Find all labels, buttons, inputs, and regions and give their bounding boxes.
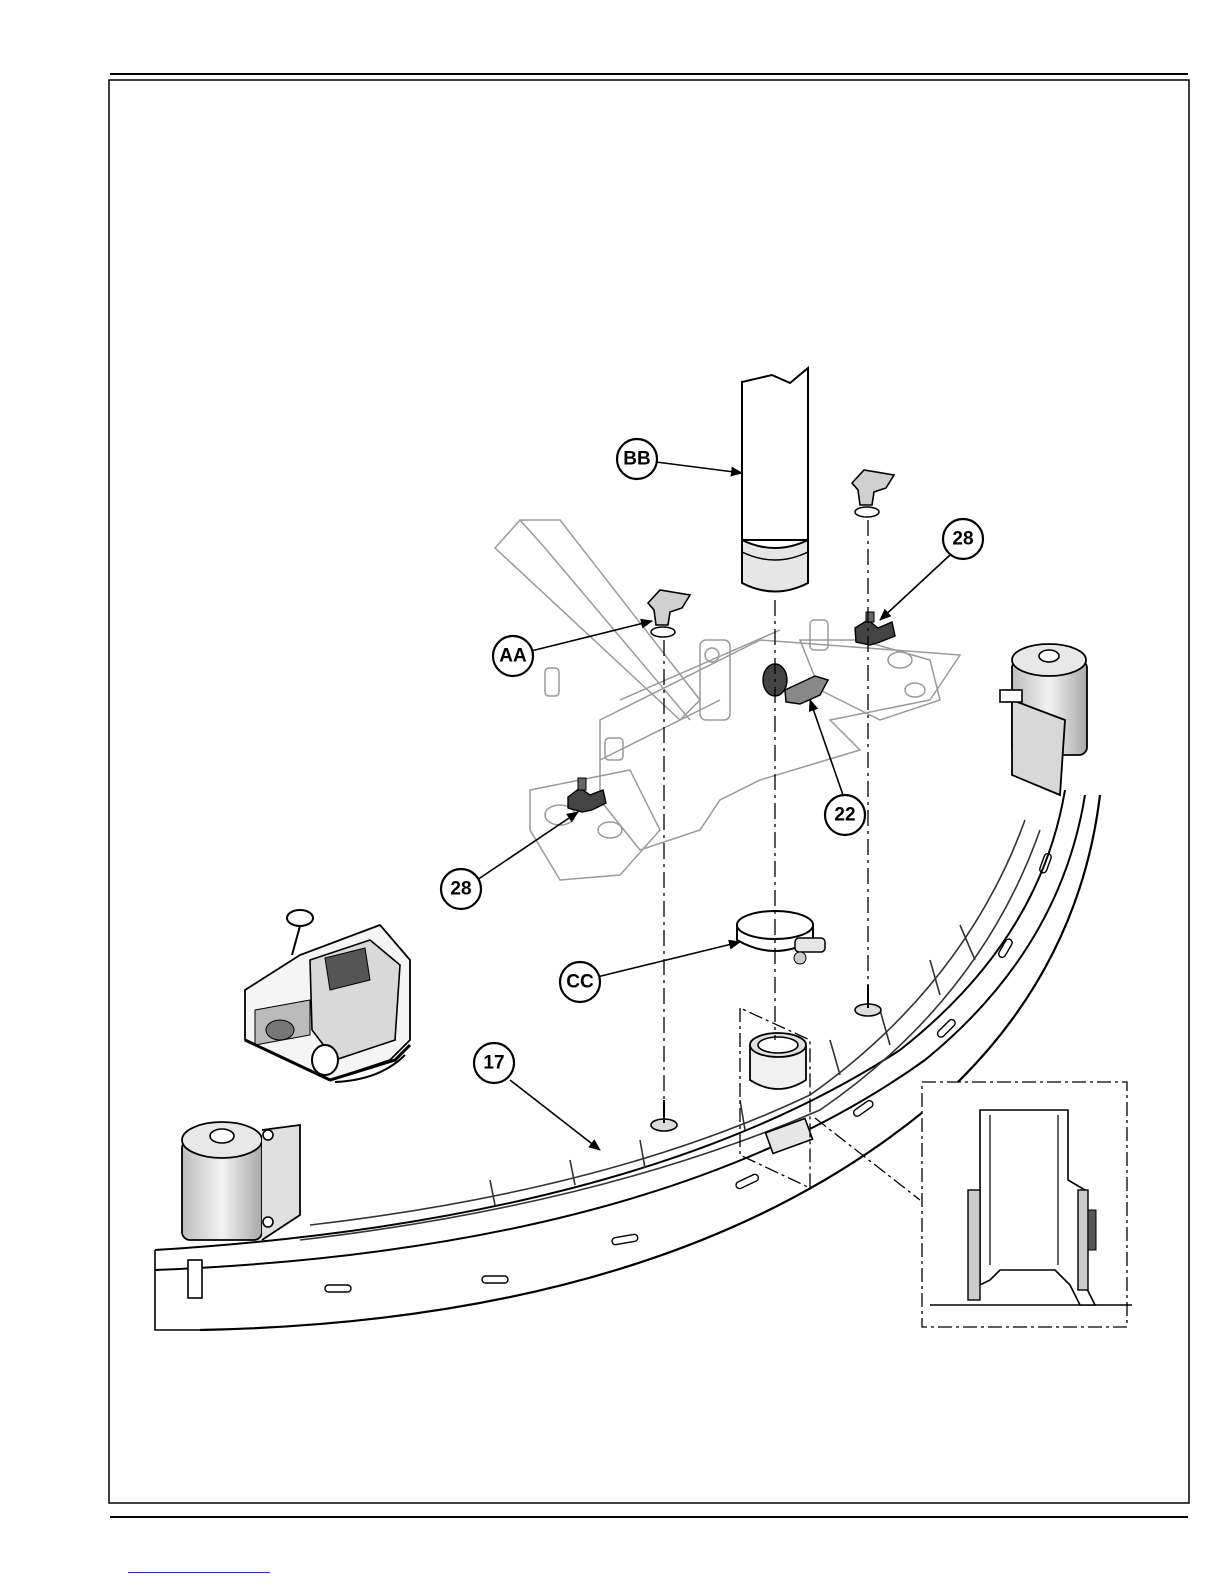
callout-22-label: 22 [834, 805, 855, 826]
right-caster-wheel [1000, 644, 1087, 795]
callout-28-top-label: 28 [952, 529, 973, 550]
callout-bb: BB [617, 439, 742, 479]
mounting-bracket [495, 520, 960, 880]
cross-section-detail [922, 1082, 1132, 1327]
stud-mount-left [651, 1100, 677, 1131]
left-caster-wheel [182, 1122, 300, 1298]
wing-nut-28-right [855, 612, 895, 645]
callout-28-left: 28 [441, 812, 578, 909]
callout-cc-label: CC [566, 972, 594, 993]
vacuum-hose [742, 368, 808, 592]
center-socket [750, 1033, 806, 1089]
callout-17-label: 17 [483, 1053, 504, 1074]
footer-link-underline[interactable] [128, 1572, 270, 1573]
callout-aa-label: AA [499, 646, 527, 667]
callout-17: 17 [474, 1043, 600, 1150]
callout-aa: AA [493, 621, 652, 676]
latch-block [766, 1118, 813, 1153]
detail-leader-line [815, 1118, 920, 1200]
callout-22: 22 [810, 700, 865, 835]
thumb-knob-aa [648, 590, 690, 637]
thumb-knob-top [852, 470, 894, 517]
callout-bb-label: BB [623, 449, 650, 470]
callout-cc: CC [560, 942, 740, 1002]
callout-28-top: 28 [880, 519, 983, 620]
stud-mount-right [855, 985, 881, 1016]
latch-pin-22 [763, 664, 828, 704]
scrubber-machine-thumbnail [245, 910, 410, 1082]
callout-28-left-label: 28 [450, 879, 471, 900]
hose-clamp [737, 911, 825, 964]
